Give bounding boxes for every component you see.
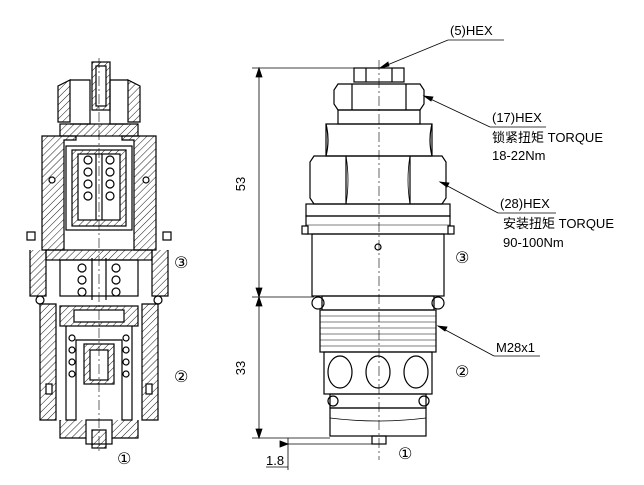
external-view bbox=[301, 60, 455, 460]
left-port-1: ① bbox=[117, 449, 132, 468]
install-torque-label: 安装扭矩 TORQUE bbox=[503, 216, 614, 231]
lock-torque-value: 18-22Nm bbox=[492, 148, 546, 163]
leader-lines bbox=[379, 39, 556, 357]
install-torque-value: 90-100Nm bbox=[503, 235, 564, 250]
dimension-33: 33 bbox=[233, 360, 249, 376]
thread-label: M28x1 bbox=[496, 340, 536, 355]
right-port-2: ② bbox=[455, 362, 470, 381]
left-port-2: ② bbox=[174, 367, 189, 386]
hex17-label: (17)HEX bbox=[492, 110, 542, 125]
dimension-1-8: 1.8 bbox=[266, 453, 285, 468]
left-port-3: ③ bbox=[174, 253, 189, 272]
right-port-3: ③ bbox=[455, 248, 470, 267]
port-hole bbox=[403, 355, 429, 389]
hex28-body bbox=[309, 155, 447, 205]
dimension-lines bbox=[252, 66, 372, 470]
port-hole bbox=[327, 355, 353, 389]
thread-section bbox=[319, 309, 437, 353]
hex28-label: (28)HEX bbox=[500, 196, 550, 211]
lock-torque-label: 锁紧扭矩 TORQUE bbox=[492, 130, 603, 145]
dimension-53: 53 bbox=[233, 176, 249, 192]
right-port-1: ① bbox=[398, 444, 413, 463]
hex5-label: (5)HEX bbox=[450, 23, 493, 38]
port-hole bbox=[365, 355, 391, 389]
cross-section-view bbox=[26, 58, 172, 452]
